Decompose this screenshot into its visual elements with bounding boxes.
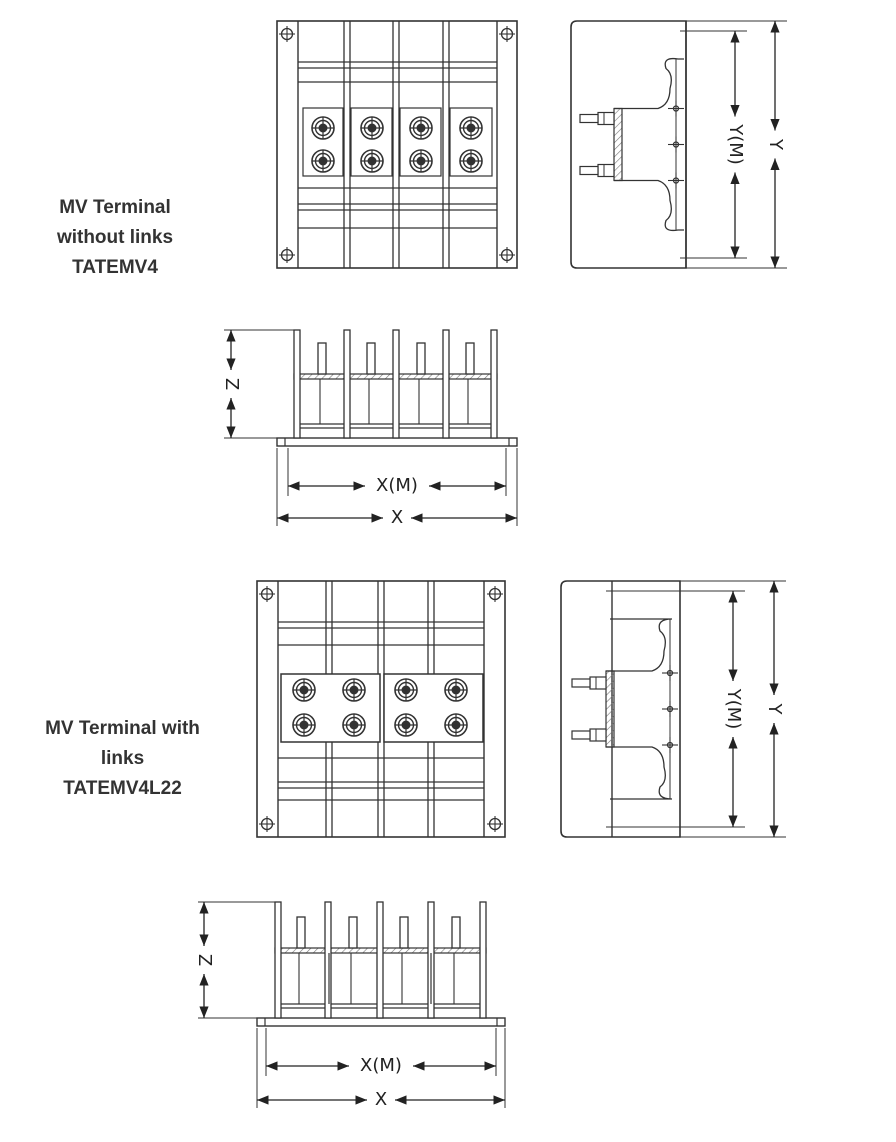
top-view-without-links [276, 20, 518, 269]
phase-barrier [324, 901, 332, 1019]
caption-line: MV Terminal [59, 197, 171, 218]
housing-outline [570, 20, 687, 269]
phase-barrier [376, 901, 384, 1019]
dimension-label-ym: Y(M) [723, 688, 744, 730]
caption-without-links: MV Terminal without links TATEMV4 [20, 193, 210, 283]
terminal-stud [296, 916, 306, 949]
phase-barrier [293, 329, 301, 439]
busbar-profile [606, 746, 673, 800]
busbar-profile [606, 618, 673, 672]
caption-line: TATEMV4L22 [63, 778, 182, 799]
front-view-without-links: Z X(M) X [221, 329, 518, 528]
phase-barrier [274, 901, 282, 1019]
base-plate-outline [256, 580, 506, 838]
link-plate [383, 673, 484, 743]
dimension-label-y: Y [764, 703, 785, 716]
terminal-stud [366, 342, 376, 375]
terminal-stud [451, 916, 461, 949]
terminal-stud [465, 342, 475, 375]
housing-outline [560, 580, 681, 838]
stud-nut [589, 728, 607, 742]
side-view-without-links: Y(M) Y [570, 20, 787, 269]
caption-line: links [100, 748, 145, 769]
phase-barrier [343, 329, 351, 439]
dimension-label-x: X [391, 507, 403, 528]
top-view-with-links [256, 580, 506, 838]
dimension-label-xm: X(M) [360, 1055, 402, 1076]
caption-with-links: MV Terminal with links TATEMV4L22 [10, 714, 235, 804]
terminal-stud [348, 916, 358, 949]
stud-shaft [579, 165, 599, 176]
stud-shaft [571, 678, 591, 688]
caption-line: TATEMV4 [72, 257, 158, 278]
stud-shaft [571, 730, 591, 740]
stud-shaft [579, 113, 599, 124]
busbar-profile [614, 57, 684, 110]
terminal-plate [613, 107, 623, 182]
stud-nut [597, 111, 615, 126]
terminal-plate [605, 670, 615, 748]
dimension-label-xm: X(M) [376, 475, 418, 496]
base-plate [276, 437, 518, 447]
terminal-stud [399, 916, 409, 949]
stud-nut [597, 163, 615, 178]
stud-nut [589, 676, 607, 690]
phase-barrier [392, 329, 400, 439]
terminal-stud [317, 342, 327, 375]
front-view-with-links: Z X(M) X [194, 901, 506, 1110]
side-view-with-links: Y(M) Y [560, 580, 786, 838]
dimension-label-z: Z [221, 378, 242, 390]
caption-line: MV Terminal with [45, 718, 200, 739]
base-plate-outline [276, 20, 518, 269]
caption-line: without links [56, 227, 174, 248]
dimension-label-ym: Y(M) [725, 123, 746, 165]
dimension-label-z: Z [194, 954, 215, 966]
dimension-label-y: Y [765, 138, 786, 151]
phase-barrier [490, 329, 498, 439]
base-plate [256, 1017, 506, 1027]
phase-barrier [479, 901, 487, 1019]
terminal-stud [416, 342, 426, 375]
busbar-profile [614, 179, 684, 232]
phase-barrier [442, 329, 450, 439]
dimension-label-x: X [375, 1089, 387, 1110]
